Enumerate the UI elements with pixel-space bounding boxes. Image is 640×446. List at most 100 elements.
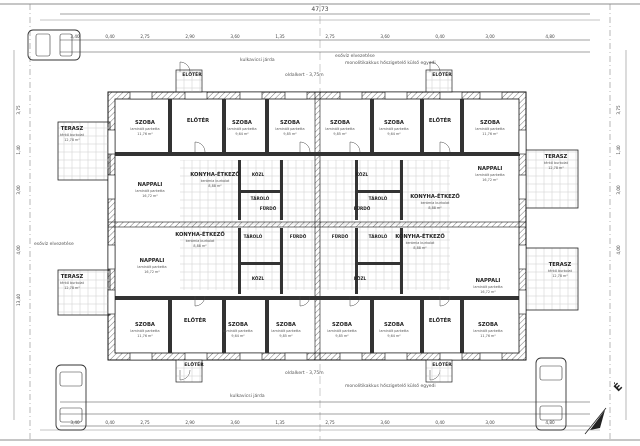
partition-wall-20: [400, 160, 403, 220]
partition-wall-1: [115, 152, 320, 156]
top-roof-edge-label: oldalkert - 3,75m: [285, 72, 324, 78]
room-label: NAPPALI: [476, 278, 501, 284]
window-left-2: [107, 174, 116, 200]
window-top-4: [284, 91, 308, 100]
room-label: KONYHA-ÉTKEZŐ: [190, 170, 240, 178]
room-label: TERASZ: [549, 262, 572, 268]
site-lines: [0, 3, 640, 441]
partition-wall-17: [238, 160, 241, 220]
window-top-8: [479, 91, 503, 100]
room-label: ELŐTÉR: [432, 70, 452, 78]
car-top-left-icon: [27, 29, 81, 61]
bottom-dimension-value: 3,40: [70, 420, 80, 425]
room-finish-label: laminált parketta: [223, 329, 252, 333]
room-finish-label: laminált parketta: [325, 127, 354, 131]
compass-label: É: [611, 380, 625, 394]
room-label: SZOBA: [135, 322, 155, 328]
room-area-label: 12,78 m²: [552, 274, 568, 278]
room-area-label: 11,76 m²: [137, 334, 153, 338]
partition-wall-21: [238, 228, 241, 294]
door-swing-2: [299, 141, 311, 153]
top-dimension-value: 0,40: [105, 34, 115, 39]
right-dimension-value: 3,75: [616, 105, 621, 115]
room-finish-label: kerámia burkolat: [186, 239, 215, 243]
partition-wall-2: [320, 152, 520, 156]
room-area-label: 16,72 m²: [144, 270, 160, 274]
window-left-4: [107, 289, 116, 315]
room-area-label: 9,85 m²: [279, 334, 293, 338]
room-finish-label: laminált parketta: [379, 329, 408, 333]
partition-wall-15: [420, 300, 424, 353]
partition-wall-4: [320, 296, 520, 300]
room-finish-label: laminált parketta: [135, 189, 164, 193]
room-label: TERASZ: [61, 274, 84, 280]
room-label: NAPPALI: [138, 182, 163, 188]
room-label: NAPPALI: [140, 258, 165, 264]
window-top-6: [384, 91, 408, 100]
room-label: SZOBA: [135, 120, 155, 126]
window-left-1: [107, 129, 116, 155]
window-top-7: [439, 91, 463, 100]
room-finish-label: laminált parketta: [227, 127, 256, 131]
partition-wall-26: [358, 190, 400, 193]
partition-wall-22: [280, 228, 283, 294]
room-finish-label: laminált parketta: [275, 127, 304, 131]
left-dimension-value: 3,75: [16, 105, 21, 115]
room-label: KONYHA-ÉTKEZŐ: [410, 192, 460, 200]
room-finish-label: laminált parketta: [137, 265, 166, 269]
room-label: SZOBA: [232, 120, 252, 126]
bottom-dimension-chain: [60, 401, 590, 427]
left-dimension-value: 3,00: [16, 185, 21, 195]
window-right-2: [518, 174, 527, 200]
partition-wall-19: [355, 160, 358, 220]
room-finish-label: laminált parketta: [130, 329, 159, 333]
room-label: NAPPALI: [478, 166, 503, 172]
room-finish-label: laminált parketta: [475, 173, 504, 177]
room-finish-label: laminált parketta: [271, 329, 300, 333]
terrace-2: [525, 149, 579, 209]
room-area-label: 12,78 m²: [64, 138, 80, 142]
left-dimension-value: 13,40: [16, 294, 21, 306]
north-arrow-icon: [584, 407, 607, 435]
bottom-dimension-value: 0,40: [435, 420, 445, 425]
partition-wall-28: [358, 262, 400, 265]
porch-3: [175, 359, 203, 383]
door-swing-6: [299, 295, 311, 307]
bottom-dimension-value: 3,60: [380, 420, 390, 425]
room-area-label: 11,76 m²: [137, 132, 153, 136]
room-area-label: 16,72 m²: [482, 178, 498, 182]
window-bottom-3: [239, 352, 263, 361]
window-right-1: [518, 129, 527, 155]
window-left-3: [107, 244, 116, 270]
room-finish-label: kerámia burkolat: [201, 179, 230, 183]
room-area-label: 8,88 m²: [193, 244, 207, 248]
window-bottom-1: [129, 352, 153, 361]
partition-wall-23: [355, 228, 358, 294]
room-label: SZOBA: [384, 322, 404, 328]
partition-wall-11: [168, 300, 172, 353]
room-finish-label: laminált parketta: [130, 127, 159, 131]
bottom-dimension-value: 0,40: [105, 420, 115, 425]
window-bottom-8: [479, 352, 503, 361]
bottom-dimension-value: 2,90: [185, 420, 195, 425]
room-area-label: 9,85 m²: [335, 334, 349, 338]
right-dimension-value: 3,00: [616, 185, 621, 195]
room-finish-label: térkő burkolat: [548, 269, 573, 273]
window-top-5: [339, 91, 363, 100]
window-top-1: [129, 91, 153, 100]
window-top-3: [239, 91, 263, 100]
room-label: SZOBA: [384, 120, 404, 126]
room-label: TÁROLÓ: [369, 234, 388, 239]
car-bottom-left-icon: [55, 364, 87, 431]
partition-wall-14: [370, 300, 374, 353]
room-label: ELŐTÉR: [182, 70, 202, 78]
partition-wall-10: [460, 99, 464, 152]
bottom-dimension-value: 1,35: [275, 420, 285, 425]
terrace-3: [57, 269, 111, 316]
room-finish-label: térkő burkolat: [60, 281, 85, 285]
partition-wall-8: [370, 99, 374, 152]
building: [57, 61, 579, 383]
right-dimension-value: 4,00: [616, 245, 621, 255]
